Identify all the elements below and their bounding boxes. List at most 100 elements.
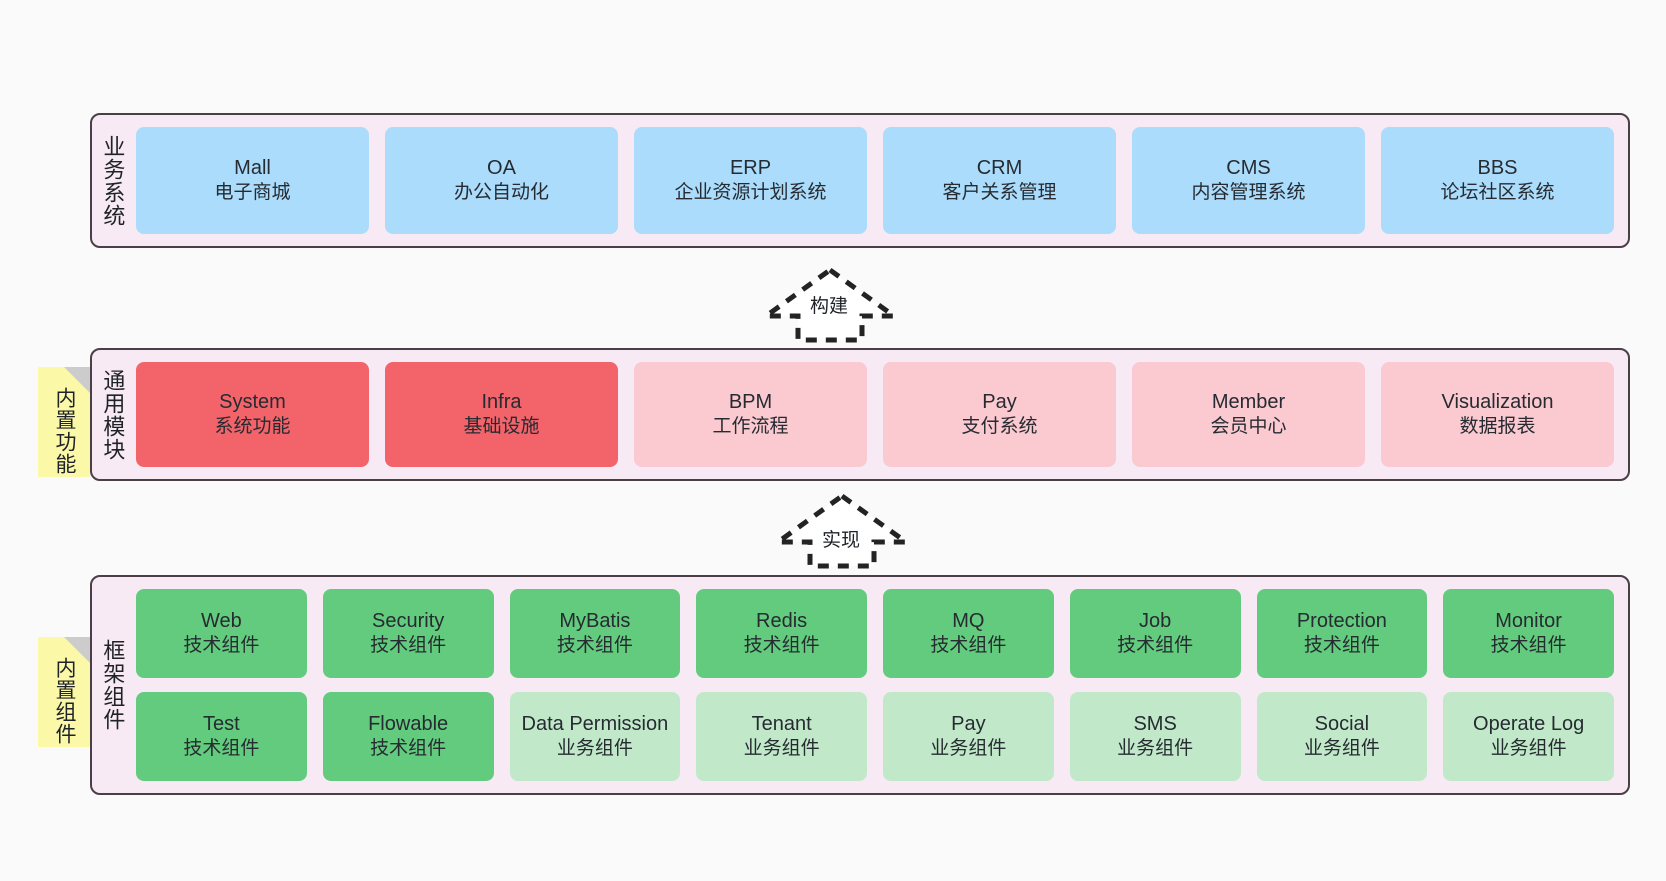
component-name-en: Flowable: [368, 713, 449, 736]
component-box-web[interactable]: Web 技术组件: [136, 589, 307, 678]
sticky-note-label: 内置功能: [52, 387, 76, 475]
component-box-data-permission[interactable]: Data Permission 业务组件: [509, 692, 681, 781]
component-box-security[interactable]: Security 技术组件: [322, 589, 494, 678]
module-box-visualization[interactable]: Visualization 数据报表: [1381, 362, 1614, 467]
module-box-oa[interactable]: OA 办公自动化: [385, 127, 618, 234]
module-box-bpm[interactable]: BPM 工作流程: [634, 362, 867, 467]
arrow-build-label: 构建: [810, 296, 849, 317]
module-name-en: Infra: [481, 391, 522, 414]
sticky-note-builtin-components: 内置组件: [38, 637, 90, 747]
component-name-en: Web: [200, 610, 242, 633]
component-name-en: SMS: [1133, 713, 1177, 736]
layer-row: Mall 电子商城 OA 办公自动化 ERP 企业资源计划系统 CRM 客户关系…: [136, 127, 1614, 234]
module-box-erp[interactable]: ERP 企业资源计划系统: [634, 127, 867, 234]
component-type-cn: 技术组件: [743, 634, 820, 656]
module-name-cn: 支付系统: [961, 415, 1038, 437]
layer-panel-business[interactable]: 业务系统 Mall 电子商城 OA 办公自动化 ERP 企业资源计划系统 CRM…: [90, 113, 1630, 248]
note-fold-icon: [64, 637, 90, 663]
module-name-cn: 客户关系管理: [942, 181, 1057, 203]
component-type-cn: 技术组件: [1117, 634, 1194, 656]
module-name-en: OA: [487, 157, 516, 180]
component-type-cn: 业务组件: [1303, 737, 1380, 759]
component-name-en: Test: [203, 713, 240, 736]
module-box-system[interactable]: System 系统功能: [136, 362, 369, 467]
component-box-mybatis[interactable]: MyBatis 技术组件: [509, 589, 681, 678]
arrow-implement-label: 实现: [822, 530, 861, 551]
sticky-note-label: 内置组件: [52, 657, 76, 745]
module-name-cn: 系统功能: [214, 415, 291, 437]
module-name-en: Visualization: [1441, 391, 1554, 414]
module-box-bbs[interactable]: BBS 论坛社区系统: [1381, 127, 1614, 234]
layer-title-framework: 框架组件: [100, 639, 126, 731]
layer-title-business: 业务系统: [100, 134, 126, 227]
module-name-cn: 企业资源计划系统: [674, 181, 827, 203]
layer-row: Web 技术组件 Security 技术组件 MyBatis 技术组件 Redi…: [136, 589, 1614, 678]
sticky-note-builtin-features: 内置功能: [38, 367, 90, 477]
component-type-cn: 技术组件: [183, 634, 260, 656]
component-box-protection[interactable]: Protection 技术组件: [1256, 589, 1428, 678]
module-name-cn: 会员中心: [1210, 415, 1287, 437]
component-name-en: MQ: [952, 610, 985, 633]
note-fold-icon: [64, 367, 90, 393]
component-box-sms[interactable]: SMS 业务组件: [1069, 692, 1241, 781]
component-type-cn: 技术组件: [183, 737, 260, 759]
module-name-cn: 电子商城: [214, 181, 291, 203]
component-type-cn: 技术组件: [930, 634, 1007, 656]
module-name-en: Pay: [982, 391, 1017, 414]
module-name-en: CMS: [1226, 157, 1271, 180]
layer-row: System 系统功能 Infra 基础设施 BPM 工作流程 Pay 支付系统…: [136, 362, 1614, 467]
component-box-redis[interactable]: Redis 技术组件: [696, 589, 867, 678]
module-name-cn: 论坛社区系统: [1440, 181, 1555, 203]
component-box-monitor[interactable]: Monitor 技术组件: [1443, 589, 1614, 678]
component-type-cn: 业务组件: [743, 737, 820, 759]
component-name-en: Security: [372, 610, 445, 633]
component-type-cn: 业务组件: [1117, 737, 1194, 759]
module-name-en: BBS: [1477, 157, 1518, 180]
layer-panel-framework[interactable]: 框架组件 Web 技术组件 Security 技术组件 MyBatis 技术组件…: [90, 575, 1630, 795]
component-box-social[interactable]: Social 业务组件: [1256, 692, 1428, 781]
module-box-crm[interactable]: CRM 客户关系管理: [883, 127, 1116, 234]
component-type-cn: 业务组件: [556, 737, 633, 759]
module-box-member[interactable]: Member 会员中心: [1132, 362, 1365, 467]
component-name-en: Operate Log: [1473, 713, 1585, 736]
module-name-cn: 工作流程: [712, 415, 789, 437]
module-name-cn: 办公自动化: [453, 181, 549, 203]
component-box-tenant[interactable]: Tenant 业务组件: [696, 692, 867, 781]
component-box-operate-log[interactable]: Operate Log 业务组件: [1443, 692, 1614, 781]
component-type-cn: 技术组件: [370, 737, 447, 759]
module-box-cms[interactable]: CMS 内容管理系统: [1132, 127, 1365, 234]
component-box-test[interactable]: Test 技术组件: [136, 692, 307, 781]
component-name-en: Job: [1139, 610, 1172, 633]
layer-body-framework: Web 技术组件 Security 技术组件 MyBatis 技术组件 Redi…: [132, 577, 1628, 793]
component-box-job[interactable]: Job 技术组件: [1069, 589, 1241, 678]
module-name-cn: 内容管理系统: [1191, 181, 1306, 203]
component-name-en: Data Permission: [521, 713, 669, 736]
module-name-en: CRM: [976, 157, 1023, 180]
module-box-pay[interactable]: Pay 支付系统: [883, 362, 1116, 467]
component-box-flowable[interactable]: Flowable 技术组件: [322, 692, 494, 781]
component-name-en: Pay: [951, 713, 986, 736]
module-box-infra[interactable]: Infra 基础设施: [385, 362, 618, 467]
layer-body-common: System 系统功能 Infra 基础设施 BPM 工作流程 Pay 支付系统…: [132, 350, 1628, 479]
component-name-en: MyBatis: [559, 610, 631, 633]
module-name-en: Mall: [234, 157, 271, 180]
arrow-build: [760, 264, 900, 344]
component-name-en: Protection: [1296, 610, 1387, 633]
module-name-en: BPM: [728, 391, 773, 414]
arrow-implement: [772, 490, 912, 570]
module-name-en: ERP: [729, 157, 772, 180]
module-name-en: Member: [1211, 391, 1286, 414]
component-box-pay[interactable]: Pay 业务组件: [883, 692, 1054, 781]
module-name-cn: 基础设施: [463, 415, 540, 437]
module-name-en: System: [219, 391, 286, 414]
layer-title-common: 通用模块: [100, 368, 126, 461]
module-box-mall[interactable]: Mall 电子商城: [136, 127, 369, 234]
component-type-cn: 技术组件: [1490, 634, 1567, 656]
layer-panel-common[interactable]: 通用模块 System 系统功能 Infra 基础设施 BPM 工作流程 Pay…: [90, 348, 1630, 481]
component-type-cn: 技术组件: [370, 634, 447, 656]
layer-body-business: Mall 电子商城 OA 办公自动化 ERP 企业资源计划系统 CRM 客户关系…: [132, 115, 1628, 246]
component-name-en: Monitor: [1495, 610, 1562, 633]
component-name-en: Tenant: [751, 713, 812, 736]
component-box-mq[interactable]: MQ 技术组件: [883, 589, 1054, 678]
